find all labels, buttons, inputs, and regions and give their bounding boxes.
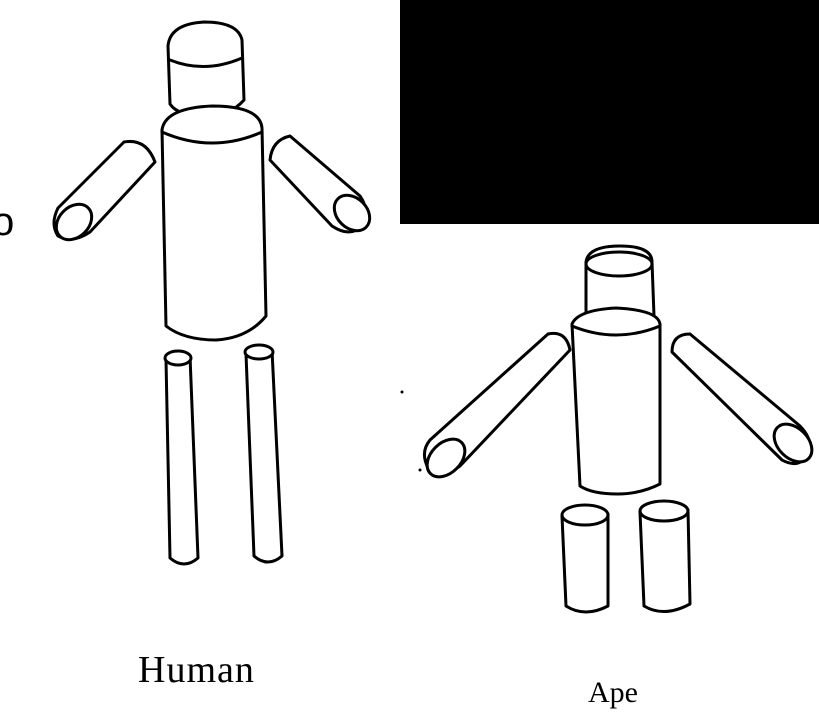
ape-right-leg (640, 501, 690, 612)
ape-label: Ape (588, 676, 638, 710)
speck (419, 469, 422, 472)
ape-right-arm (672, 334, 819, 469)
ape-left-arm (420, 333, 570, 484)
human-label: Human (138, 648, 255, 692)
ape-left-leg (562, 505, 608, 612)
ape-torso (572, 308, 660, 494)
speck (401, 391, 404, 394)
